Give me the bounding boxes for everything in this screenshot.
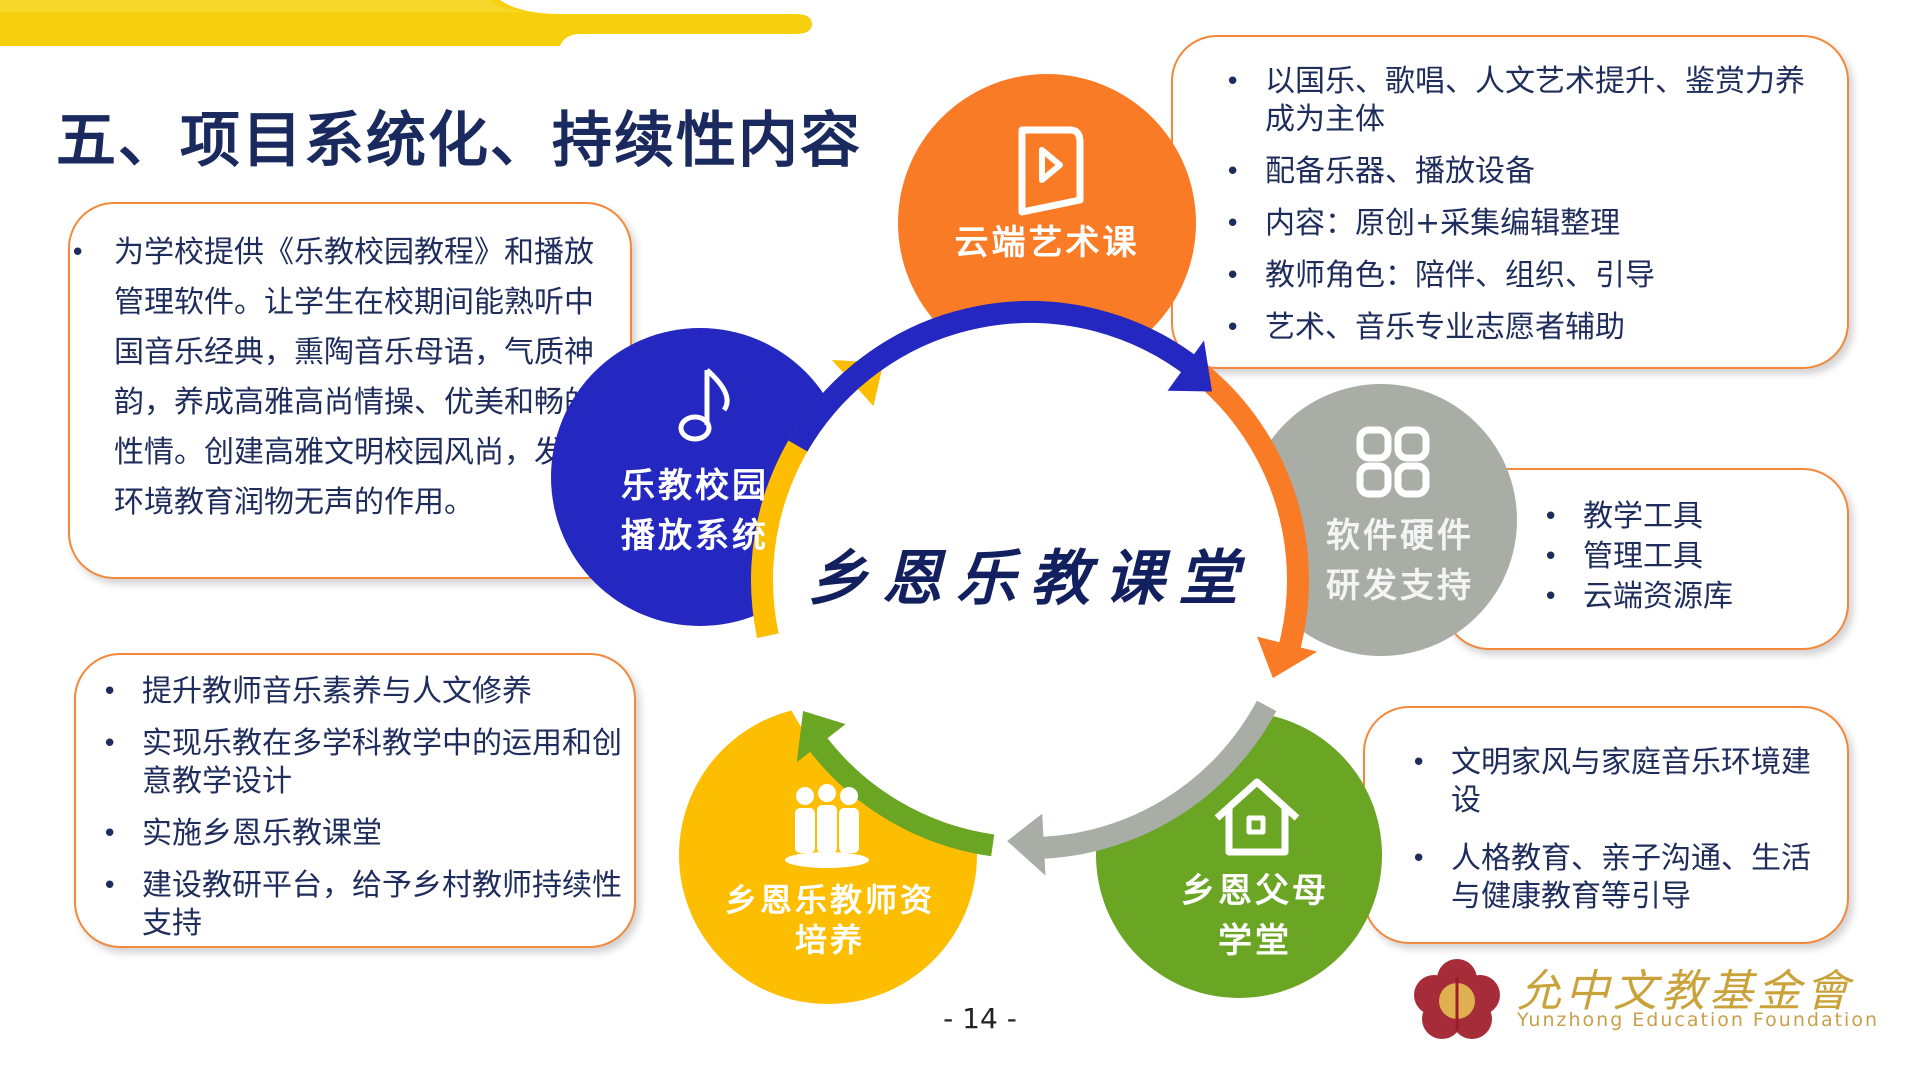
list-item: 配备乐器、播放设备 bbox=[1219, 153, 1827, 191]
node-teacher-label: 乡恩乐教师资 培养 bbox=[700, 880, 960, 960]
house-icon bbox=[1214, 778, 1300, 856]
music-note-icon bbox=[678, 368, 730, 442]
arrow-gray bbox=[1007, 700, 1277, 876]
list-item: 以国乐、歌唱、人文艺术提升、鉴赏力养成为主体 bbox=[1219, 63, 1805, 139]
arrow-blue bbox=[788, 301, 1213, 452]
node-software-label-line1: 软件硬件 bbox=[1326, 516, 1474, 556]
node-parents-label: 乡恩父母 学堂 bbox=[1140, 868, 1370, 964]
node-teacher-label-line1: 乡恩乐教师资 bbox=[724, 881, 935, 919]
arrow-gray-head bbox=[1007, 813, 1046, 876]
arrow-green-head bbox=[796, 711, 846, 763]
arrow-green bbox=[796, 711, 995, 857]
list-item: 内容：原创+采集编辑整理 bbox=[1219, 205, 1827, 243]
node-parents-label-line2: 学堂 bbox=[1218, 921, 1292, 961]
grid-icon bbox=[1356, 426, 1430, 498]
node-campus-label: 乐教校园 播放系统 bbox=[580, 463, 810, 559]
list-item: 实现乐教在多学科教学中的运用和创意教学设计 bbox=[96, 725, 632, 801]
node-campus-label-line1: 乐教校园 bbox=[621, 466, 769, 506]
top-banner bbox=[0, 0, 812, 46]
node-software-label-line2: 研发支持 bbox=[1326, 566, 1474, 606]
list-item: 管理工具 bbox=[1537, 538, 1847, 576]
cloud-art-box: 以国乐、歌唱、人文艺术提升、鉴赏力养成为主体 配备乐器、播放设备 内容：原创+采… bbox=[1171, 35, 1849, 369]
list-item: 人格教育、亲子沟通、生活与健康教育等引导 bbox=[1405, 840, 1821, 916]
node-software-circle[interactable] bbox=[1245, 384, 1517, 656]
page-number: - 14 - bbox=[943, 1002, 1017, 1035]
center-label: 乡恩乐教课堂 bbox=[808, 544, 1252, 614]
list-item: 实施乡恩乐教课堂 bbox=[96, 815, 624, 853]
center-circle bbox=[758, 308, 1302, 852]
node-cloud-art-circle[interactable] bbox=[898, 74, 1196, 372]
parents-box: 文明家风与家庭音乐环境建设 人格教育、亲子沟通、生活与健康教育等引导 bbox=[1363, 706, 1849, 944]
list-item: 提升教师音乐素养与人文修养 bbox=[96, 673, 624, 711]
node-teacher-label-line2: 培养 bbox=[794, 921, 865, 959]
campus-description-text: 为学校提供《乐教校园教程》和播放管理软件。让学生在校期间能熟听中国音乐经典，熏陶… bbox=[70, 228, 614, 528]
foundation-logo: 允中文教基金會 Yunzhong Education Foundation bbox=[1412, 955, 1877, 1040]
video-book-icon bbox=[1018, 126, 1084, 216]
node-parents-label-line1: 乡恩父母 bbox=[1181, 871, 1329, 911]
campus-description-box: 为学校提供《乐教校园教程》和播放管理软件。让学生在校期间能熟听中国音乐经典，熏陶… bbox=[68, 202, 632, 579]
list-item: 建设教研平台，给予乡村教师持续性支持 bbox=[96, 867, 632, 943]
list-item: 教学工具 bbox=[1537, 498, 1847, 536]
node-campus-label-line2: 播放系统 bbox=[621, 516, 769, 556]
people-icon bbox=[785, 784, 869, 868]
plum-blossom-logo-icon bbox=[1414, 959, 1500, 1039]
arrow-orange-head bbox=[1257, 636, 1318, 679]
node-cloud-art-label: 云端艺术课 bbox=[954, 223, 1140, 263]
page-title: 五、项目系统化、持续性内容 bbox=[56, 106, 862, 176]
list-item: 云端资源库 bbox=[1537, 578, 1847, 616]
arrow-blue-head bbox=[1167, 340, 1213, 392]
logo-name-en: Yunzhong Education Foundation bbox=[1517, 1009, 1879, 1031]
teachers-box: 提升教师音乐素养与人文修养 实现乐教在多学科教学中的运用和创意教学设计 实施乡恩… bbox=[74, 653, 636, 948]
list-item: 教师角色：陪伴、组织、引导 bbox=[1219, 257, 1827, 295]
logo-name-cn: 允中文教基金會 bbox=[1517, 966, 1853, 1017]
node-software-label: 软件硬件 研发支持 bbox=[1285, 513, 1515, 609]
list-item: 文明家风与家庭音乐环境建设 bbox=[1405, 744, 1821, 820]
list-item: 艺术、音乐专业志愿者辅助 bbox=[1219, 309, 1827, 347]
